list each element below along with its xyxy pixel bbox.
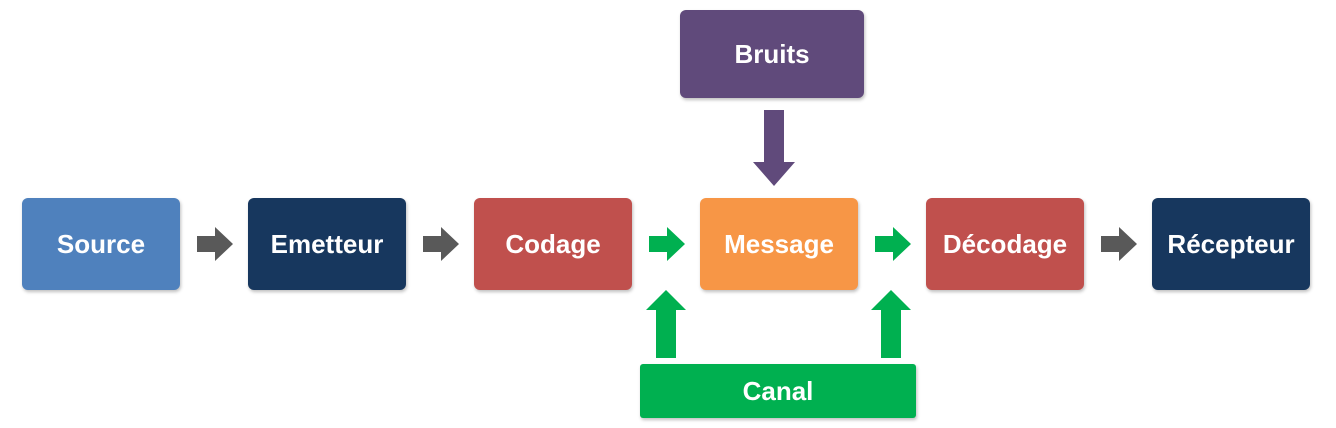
arrow-message-decodage [875, 227, 911, 261]
arrow-canal-up-left [646, 290, 686, 358]
arrow-decodage-recepteur [1101, 227, 1137, 261]
recepteur-label: Récepteur [1167, 228, 1295, 259]
codage-label: Codage [505, 228, 601, 259]
arrow-codage-message [649, 227, 685, 261]
decodage-box: Décodage [926, 198, 1084, 290]
message-box: Message [700, 198, 858, 290]
arrow-source-emetteur [197, 227, 233, 261]
arrow-canal-up-right [871, 290, 911, 358]
canal-label: Canal [742, 375, 814, 406]
decodage-label: Décodage [942, 228, 1068, 259]
message-label: Message [724, 228, 834, 259]
arrow-emetteur-codage [423, 227, 459, 261]
bruits-box: Bruits [680, 10, 864, 98]
arrow-bruits-message [753, 110, 795, 186]
source-box: Source [22, 198, 180, 290]
canal-box: Canal [640, 364, 916, 418]
emetteur-label: Emetteur [270, 228, 384, 259]
recepteur-box: Récepteur [1152, 198, 1310, 290]
bruits-label: Bruits [734, 38, 810, 69]
source-label: Source [56, 228, 146, 259]
emetteur-box: Emetteur [248, 198, 406, 290]
codage-box: Codage [474, 198, 632, 290]
